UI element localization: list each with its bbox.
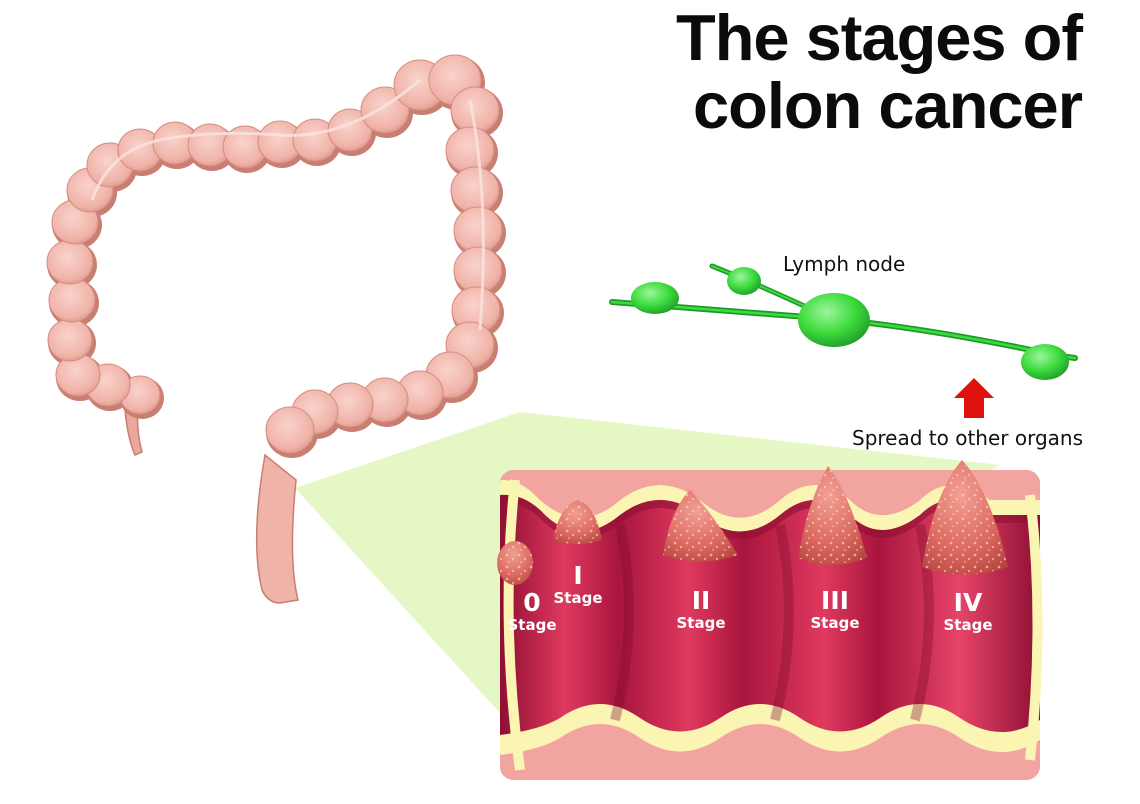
stage-2-label: II Stage bbox=[656, 586, 746, 633]
spread-arrow-icon bbox=[954, 378, 994, 418]
stage-numeral: III bbox=[821, 586, 849, 615]
colon-segment bbox=[453, 206, 503, 254]
lymph-node-large bbox=[798, 293, 870, 347]
stage-numeral: 0 bbox=[523, 588, 541, 617]
stage-3-label: III Stage bbox=[790, 586, 880, 633]
stage-word: Stage bbox=[553, 589, 603, 607]
section-left-wall bbox=[503, 479, 525, 771]
lymph-node-label: Lymph node bbox=[783, 252, 906, 276]
stage-word: Stage bbox=[943, 616, 993, 634]
spread-label: Spread to other organs bbox=[852, 426, 1084, 450]
tumor-stage-0 bbox=[497, 541, 533, 585]
stage-4-label: IV Stage bbox=[923, 588, 1013, 635]
colon-illustration bbox=[46, 54, 506, 604]
stage-numeral: I bbox=[573, 561, 583, 590]
stage-0-label: 0 Stage bbox=[487, 588, 577, 635]
tumor-stage-3 bbox=[798, 466, 867, 565]
stage-word: Stage bbox=[810, 614, 860, 632]
colon-segment bbox=[47, 318, 93, 362]
stage-1-label: I Stage bbox=[533, 561, 623, 608]
stage-numeral: IV bbox=[953, 588, 983, 617]
tumor-stage-2 bbox=[663, 490, 738, 562]
colon-segment bbox=[46, 239, 94, 285]
colon-segment bbox=[453, 246, 503, 294]
colon-segment bbox=[48, 277, 96, 323]
title-line-1: The stages of bbox=[676, 1, 1083, 74]
colon-segment bbox=[445, 126, 495, 174]
tumor-stage-1 bbox=[553, 500, 602, 544]
tumor-stage-4 bbox=[922, 460, 1008, 575]
lymph-node-left bbox=[631, 282, 679, 314]
colon-segment bbox=[265, 406, 315, 454]
lymph-node-small bbox=[727, 267, 761, 295]
lymph-node-right bbox=[1021, 344, 1069, 380]
stage-word: Stage bbox=[676, 614, 726, 632]
title-line-2: colon cancer bbox=[693, 69, 1083, 142]
stage-numeral: II bbox=[691, 586, 711, 615]
colon-segment bbox=[450, 166, 500, 214]
page-title: The stages of colon cancer bbox=[562, 1, 1083, 142]
stage-word: Stage bbox=[507, 616, 557, 634]
section-right-wall bbox=[1025, 494, 1043, 761]
